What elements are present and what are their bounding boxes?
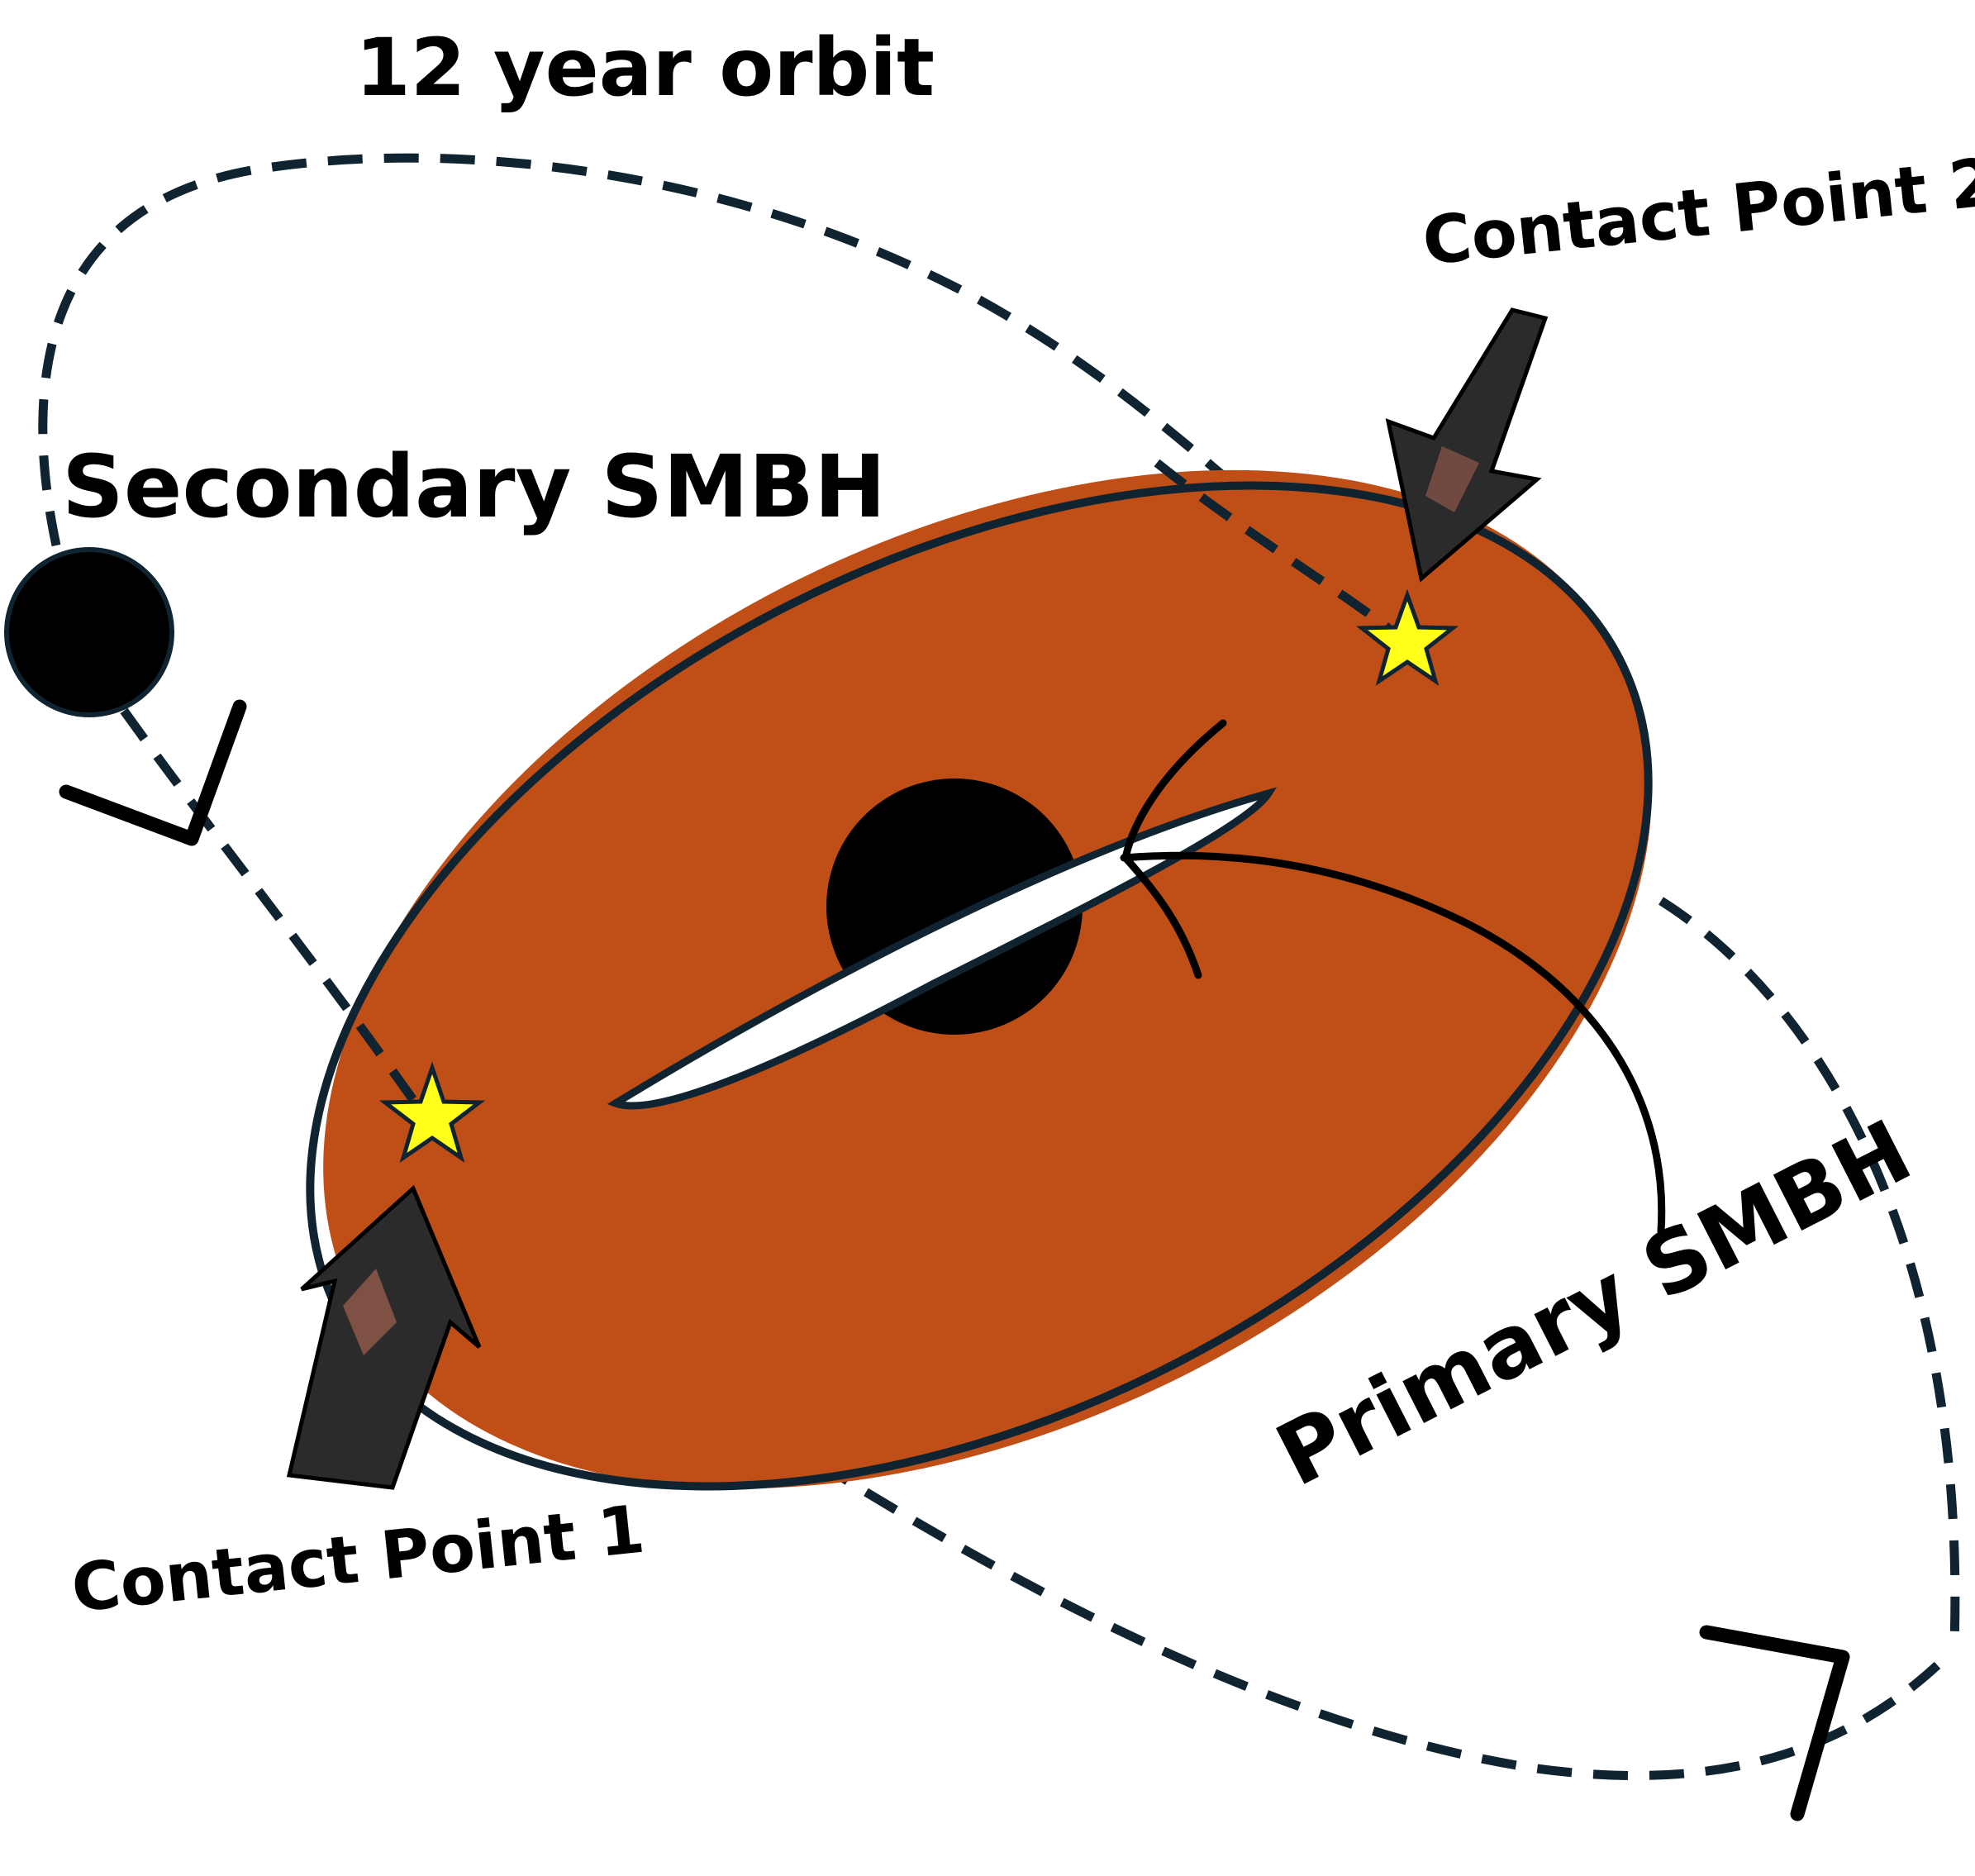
orbit-path-to-contact-2 xyxy=(1154,459,1392,632)
contact-point-2-star-icon xyxy=(1355,588,1459,686)
secondary-smbh-icon xyxy=(4,547,174,717)
orbit-path-inbound xyxy=(120,707,426,1115)
orbit-direction-chevron-right xyxy=(1699,1625,1850,1821)
contact-arrow-2 xyxy=(1385,307,1549,583)
contact-point-1-star-icon xyxy=(378,1061,486,1164)
orbit-direction-chevron-left xyxy=(59,699,247,846)
orbit-path-right xyxy=(1659,897,1960,1645)
contact-arrow-1-highlight xyxy=(343,1269,397,1355)
orbit-label: 12 year orbit xyxy=(355,21,935,114)
contact-arrow-2-highlight xyxy=(1425,446,1479,512)
contact-arrow-2-shape xyxy=(1385,307,1549,583)
orbit-path-upper xyxy=(38,153,1408,632)
disk-gap xyxy=(607,787,1278,1110)
contact-arrow-1-shape xyxy=(286,1184,482,1490)
primary-pointer-arrow xyxy=(1120,851,1666,1236)
primary-smbh xyxy=(607,778,1278,1110)
secondary-smbh-label: Secondary SMBH xyxy=(62,436,886,537)
contact-arrow-1 xyxy=(286,1184,482,1490)
primary-pointer-arrowhead xyxy=(1121,719,1227,979)
